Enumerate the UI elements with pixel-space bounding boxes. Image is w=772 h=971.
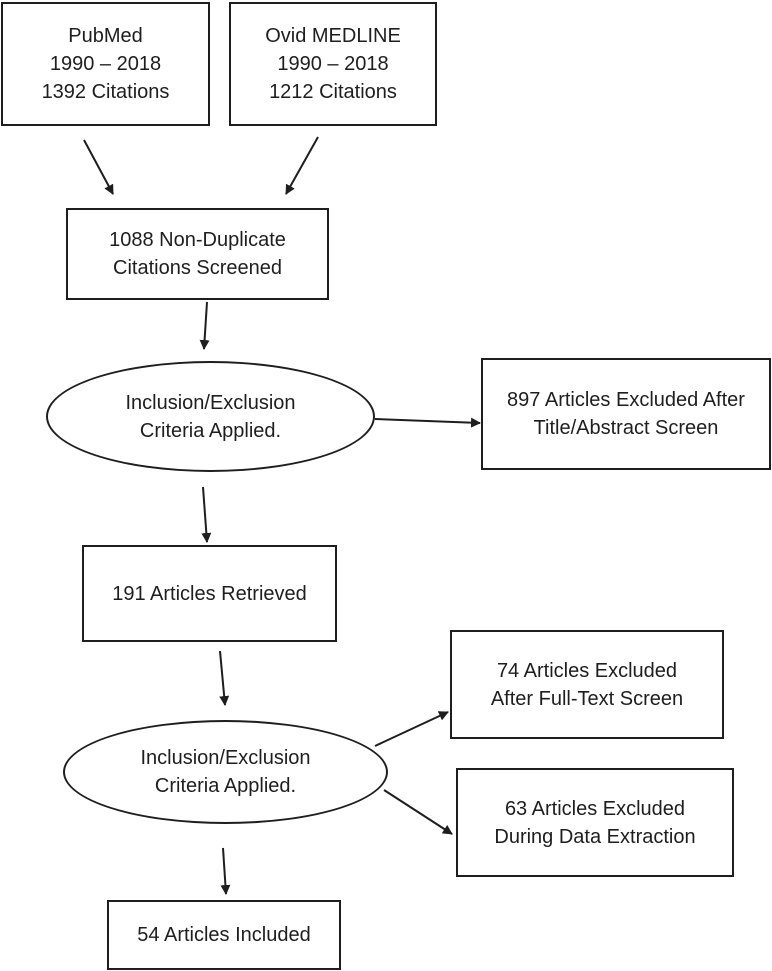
criteria1-line-2: Criteria Applied. (139, 419, 282, 442)
excluded-extraction-line-1: 63 Articles Excluded (504, 797, 686, 820)
nonduplicate-line-1: 1088 Non-Duplicate (109, 229, 286, 251)
excluded-title-line-1: 897 Articles Excluded After (507, 389, 745, 411)
criteria2-line-2: Criteria Applied. (154, 775, 297, 797)
excluded-title-abstract-box: 897 Articles Excluded After Title/Abstra… (481, 358, 771, 470)
excluded-fulltext-line-2: After Full-Text Screen (490, 687, 684, 710)
excluded-extraction-line-2: During Data Extraction (494, 825, 696, 848)
arrow-criteria2-to-included (220, 847, 231, 895)
criteria-ellipse-2: Inclusion/Exclusion Criteria Applied. (63, 720, 388, 824)
arrow-criteria2-to-excluded-fulltext (374, 711, 449, 747)
excluded-fulltext-line-1: 74 Articles Excluded (496, 659, 678, 682)
ovid-medline-box: Ovid MEDLINE 1990 – 2018 1212 Citations (229, 2, 437, 126)
excluded-fulltext-box: 74 Articles Excluded After Full-Text Scr… (450, 630, 724, 739)
criteria-ellipse-1: Inclusion/Exclusion Criteria Applied. (46, 361, 375, 472)
included-label: 54 Articles Included (137, 924, 311, 946)
ovid-citations: 1212 Citations (269, 81, 397, 103)
pubmed-years: 1990 – 2018 (49, 53, 162, 75)
excluded-extraction-box: 63 Articles Excluded During Data Extract… (456, 768, 734, 877)
arrow-retrieved-to-criteria2 (219, 650, 230, 706)
excluded-title-line-2: Title/Abstract Screen (533, 417, 719, 439)
arrow-nonduplicate-to-criteria1 (199, 301, 210, 350)
pubmed-box: PubMed 1990 – 2018 1392 Citations (1, 2, 210, 126)
pubmed-label: PubMed (68, 25, 143, 47)
criteria1-line-1: Inclusion/Exclusion (125, 391, 296, 414)
arrow-pubmed-to-nonduplicate (83, 139, 114, 195)
arrow-criteria2-to-excluded-extraction (383, 789, 453, 835)
criteria2-line-1: Inclusion/Exclusion (140, 747, 311, 769)
ovid-label: Ovid MEDLINE (265, 25, 401, 47)
nonduplicate-box: 1088 Non-Duplicate Citations Screened (66, 208, 329, 300)
arrow-ovid-to-nonduplicate (285, 136, 319, 195)
included-box: 54 Articles Included (107, 900, 341, 970)
arrow-criteria1-to-excluded-title (374, 417, 481, 428)
pubmed-citations: 1392 Citations (41, 81, 170, 103)
retrieved-label: 191 Articles Retrieved (112, 582, 307, 605)
retrieved-box: 191 Articles Retrieved (82, 545, 337, 642)
ovid-years: 1990 – 2018 (277, 53, 389, 75)
nonduplicate-line-2: Citations Screened (113, 257, 282, 279)
arrow-criteria1-to-retrieved (201, 486, 212, 543)
